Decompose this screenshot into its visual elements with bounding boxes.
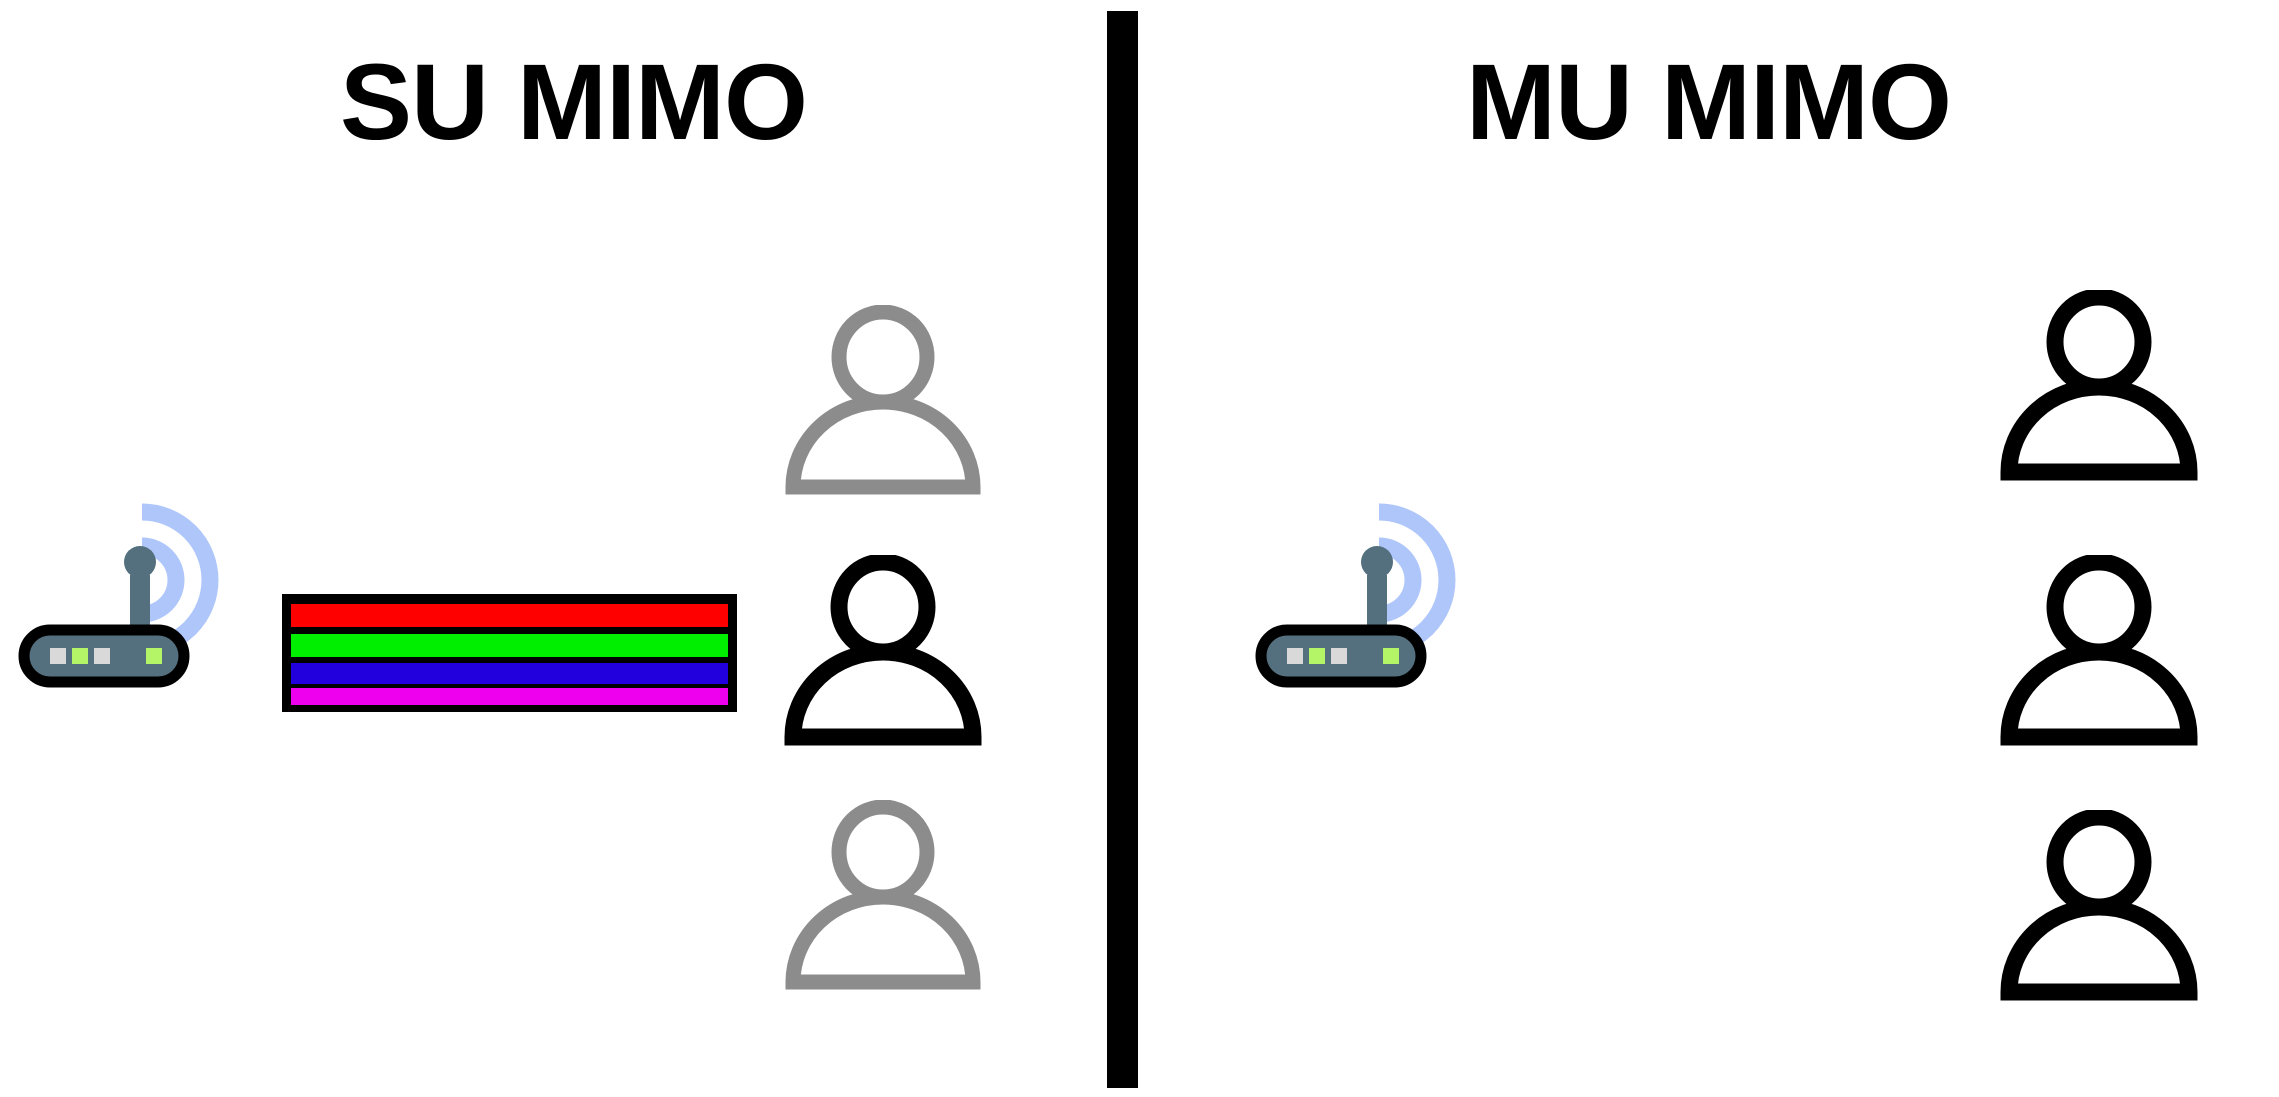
- client-icon-mu-3: [1999, 810, 2199, 1020]
- stream-bar-blue: [291, 663, 728, 684]
- client-icon-mu-1: [1999, 290, 2199, 500]
- stream-bundle-su: [282, 594, 737, 712]
- stream-bar-red: [291, 604, 728, 627]
- client-icon-su-3: [783, 800, 983, 1010]
- panel-su-mimo: SU MIMO: [0, 0, 1107, 1097]
- wifi-router-icon-mu: [1255, 500, 1475, 690]
- page-title-su-mimo: SU MIMO: [340, 41, 808, 162]
- stream-bar-magenta: [291, 688, 728, 705]
- wifi-router-icon-su: [18, 500, 238, 690]
- client-icon-su-2: [783, 555, 983, 765]
- page-title-mu-mimo: MU MIMO: [1466, 41, 1952, 162]
- client-icon-mu-2: [1999, 555, 2199, 765]
- panel-mu-mimo: MU MIMO: [1138, 0, 2279, 1097]
- client-icon-su-1: [783, 305, 983, 515]
- stream-bar-green: [291, 634, 728, 657]
- panel-divider: [1107, 11, 1138, 1088]
